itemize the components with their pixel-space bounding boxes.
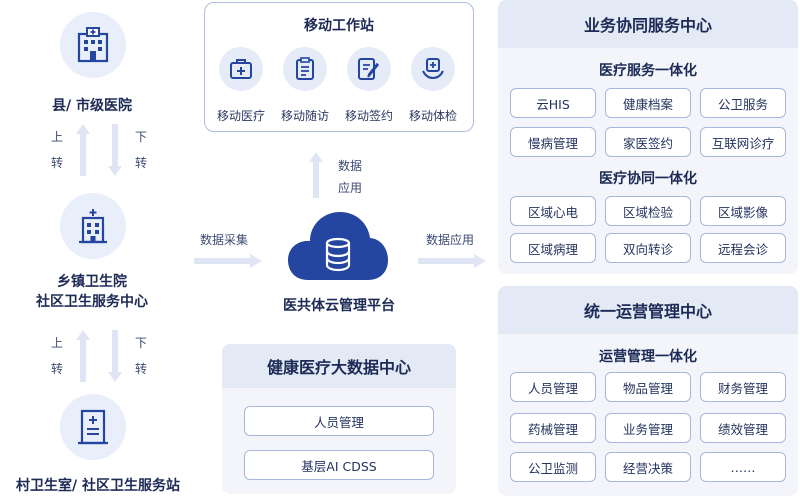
down-transfer-label-2: 下转 xyxy=(134,336,147,376)
service-item: 家医签约 xyxy=(605,127,691,157)
cloud-platform-icon xyxy=(288,212,388,280)
operation-item: 药械管理 xyxy=(510,413,596,443)
data-apply-label: 数据应用 xyxy=(426,233,475,247)
group-title: 医疗协同一体化 xyxy=(599,171,697,187)
cloud-platform-label: 医共体云管理平台 xyxy=(283,298,395,314)
group-title: 运营管理一体化 xyxy=(599,349,697,365)
operation-item: 公卫监测 xyxy=(510,452,596,482)
clipboard-icon xyxy=(283,47,327,91)
sign-pen-icon xyxy=(347,47,391,91)
right-arrow-icon xyxy=(194,254,262,268)
down-transfer-label-1: 下转 xyxy=(134,130,147,170)
operation-item: 人员管理 xyxy=(510,372,596,402)
service-item: 慢病管理 xyxy=(510,127,596,157)
mobile-item-label: 移动医疗 xyxy=(216,109,265,123)
bigdata-item: 人员管理 xyxy=(244,406,434,436)
hand-care-icon xyxy=(411,47,455,91)
village-clinic-label: 村卫生室/ 社区卫生服务站 xyxy=(16,478,180,494)
village-clinic-icon xyxy=(60,394,126,460)
mobile-station-title: 移动工作站 xyxy=(304,18,374,34)
up-arrow-icon xyxy=(76,124,90,176)
up-transfer-label-2: 上转 xyxy=(50,336,63,376)
county-hospital-label: 县/ 市级医院 xyxy=(52,98,132,114)
bigdata-center-panel: 健康医疗大数据中心 人员管理 基层AI CDSS xyxy=(222,344,456,494)
mobile-item-label: 移动体检 xyxy=(408,109,457,123)
data-apply-up-label: 数据 应用 xyxy=(338,159,363,195)
service-item: 公卫服务 xyxy=(700,88,786,118)
mobile-item-label: 移动随访 xyxy=(280,109,329,123)
mobile-item-label: 移动签约 xyxy=(344,109,393,123)
down-arrow-icon xyxy=(108,124,122,176)
operations-center-panel: 统一运营管理中心 运营管理一体化 人员管理 物品管理 财务管理 药械管理 业务管… xyxy=(498,286,798,496)
operations-center-title: 统一运营管理中心 xyxy=(498,286,798,334)
bigdata-item: 基层AI CDSS xyxy=(244,450,434,480)
up-arrow-icon xyxy=(309,152,323,198)
operation-item: 财务管理 xyxy=(700,372,786,402)
township-hospital-label: 乡镇卫生院 社区卫生服务中心 xyxy=(36,274,148,310)
county-hospital-icon xyxy=(60,12,126,78)
service-item: 区域心电 xyxy=(510,196,596,226)
up-arrow-icon xyxy=(76,330,90,382)
bigdata-center-title: 健康医疗大数据中心 xyxy=(222,344,456,388)
down-arrow-icon xyxy=(108,330,122,382)
township-hospital-icon xyxy=(60,193,126,259)
business-center-panel: 业务协同服务中心 医疗服务一体化 云HIS 健康档案 公卫服务 慢病管理 家医签… xyxy=(498,0,798,274)
service-item: 区域影像 xyxy=(700,196,786,226)
mobile-station-panel: 移动工作站 移动医疗 移动随访 移动签约 移动体检 xyxy=(204,2,474,132)
business-center-title: 业务协同服务中心 xyxy=(498,0,798,48)
group-title: 医疗服务一体化 xyxy=(599,63,697,79)
right-arrow-icon xyxy=(418,254,486,268)
up-transfer-label-1: 上转 xyxy=(50,130,63,170)
operation-item: 绩效管理 xyxy=(700,413,786,443)
service-item: 健康档案 xyxy=(605,88,691,118)
operation-item: …… xyxy=(700,452,786,482)
operation-item: 经营决策 xyxy=(605,452,691,482)
service-item: 云HIS xyxy=(510,88,596,118)
service-item: 区域检验 xyxy=(605,196,691,226)
operation-item: 业务管理 xyxy=(605,413,691,443)
data-collect-label: 数据采集 xyxy=(200,233,249,247)
medical-kit-icon xyxy=(219,47,263,91)
operation-item: 物品管理 xyxy=(605,372,691,402)
service-item: 双向转诊 xyxy=(605,233,691,263)
service-item: 互联网诊疗 xyxy=(700,127,786,157)
service-item: 区域病理 xyxy=(510,233,596,263)
service-item: 远程会诊 xyxy=(700,233,786,263)
